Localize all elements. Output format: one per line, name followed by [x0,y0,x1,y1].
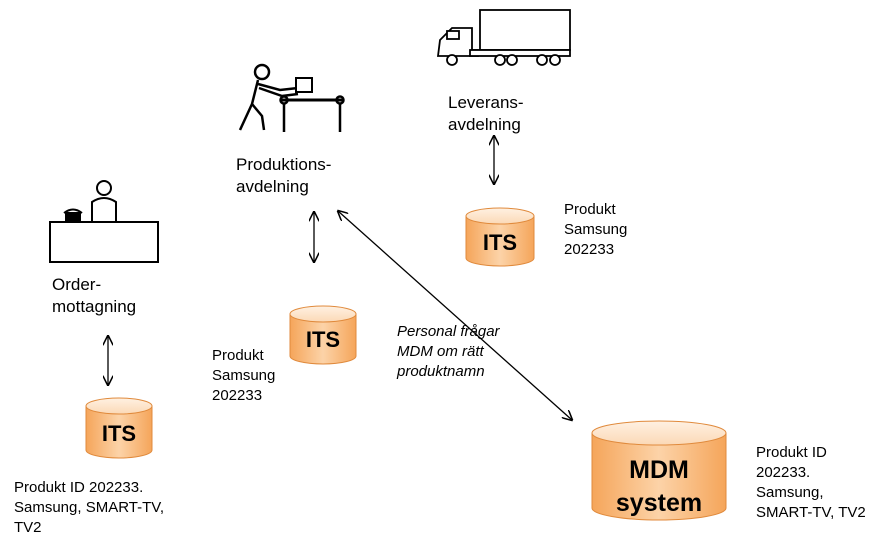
its-database-order: ITS [85,397,153,459]
station-delivery-label: Leverans- avdelning [448,93,524,134]
its-database-delivery: ITS [465,207,535,267]
station-production-label: Produktions- avdelning [236,155,332,196]
record-order: Produkt ID 202233. Samsung, SMART-TV, TV… [14,479,165,536]
mdm-label-line2: system [616,489,702,517]
mdm-label-line1: MDM [629,456,689,484]
its-label: ITS [102,421,136,446]
record-mdm: Produkt ID 202233. Samsung, SMART-TV, TV… [756,444,866,521]
mdm-database: MDM system [591,420,727,521]
arrow-production-mdm [338,211,572,420]
station-order-label: Order- mottagning [52,275,137,316]
its-database-production: ITS [289,305,357,365]
desk-person-icon [49,180,159,263]
its-label: ITS [306,327,340,352]
truck-icon [436,9,571,66]
record-production: Produkt Samsung 202233 [212,347,276,404]
worker-conveyor-icon [238,63,345,132]
record-delivery: Produkt Samsung 202233 [564,201,628,258]
annotation-text: Personal frågar MDM om rätt produktnamn [397,323,500,380]
its-label: ITS [483,230,517,255]
